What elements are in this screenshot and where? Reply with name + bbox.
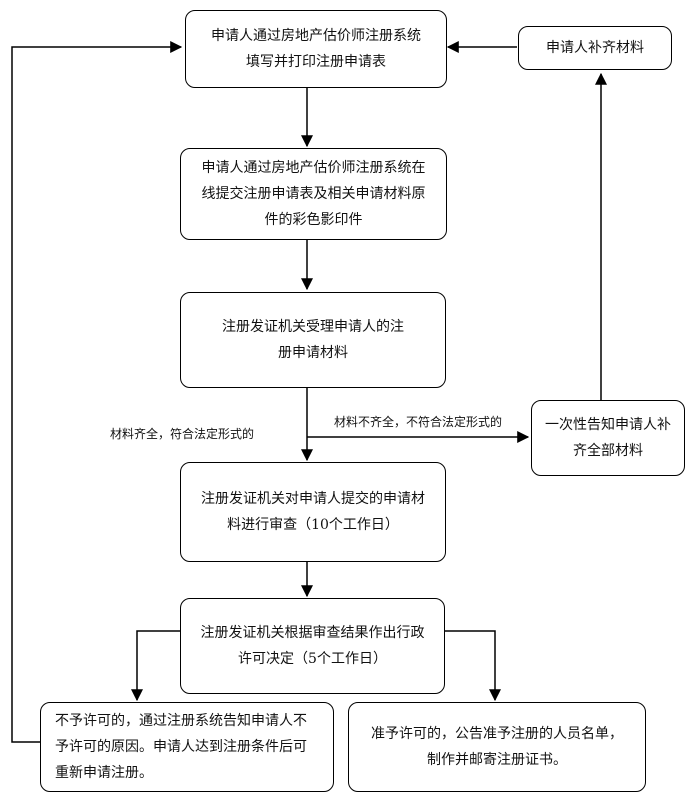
node-decision-text: 注册发证机关根据审查结果作出行政许可决定（5个工作日）	[200, 625, 425, 667]
node-supplement-text: 申请人补齐材料	[546, 40, 644, 56]
node-review: 注册发证机关对申请人提交的申请材料进行审查（10个工作日）	[180, 462, 446, 562]
node-reject-text: 不予许可的，通过注册系统告知申请人不予许可的原因。申请人达到注册条件后可重新申请…	[55, 713, 307, 781]
node-supplement: 申请人补齐材料	[518, 26, 672, 70]
edge-label-incomplete: 材料不齐全，不符合法定形式的	[334, 414, 503, 430]
node-review-text: 注册发证机关对申请人提交的申请材料进行审查（10个工作日）	[201, 491, 425, 533]
node-submit-online: 申请人通过房地产估价师注册系统在线提交注册申请表及相关申请材料原件的彩色影印件	[180, 148, 447, 240]
node-reject: 不予许可的，通过注册系统告知申请人不予许可的原因。申请人达到注册条件后可重新申请…	[40, 702, 334, 792]
node-fill-form: 申请人通过房地产估价师注册系统填写并打印注册申请表	[185, 10, 447, 88]
edge-label-complete: 材料齐全，符合法定形式的	[110, 426, 255, 442]
node-submit-online-text: 申请人通过房地产估价师注册系统在线提交注册申请表及相关申请材料原件的彩色影印件	[201, 160, 426, 228]
node-approve: 准予许可的，公告准予注册的人员名单，制作并邮寄注册证书。	[348, 702, 646, 792]
node-accept-text: 注册发证机关受理申请人的注册申请材料	[222, 319, 404, 361]
node-accept: 注册发证机关受理申请人的注册申请材料	[180, 292, 446, 388]
node-approve-text: 准予许可的，公告准予注册的人员名单，制作并邮寄注册证书。	[371, 726, 623, 768]
arrow-reject-to-fill	[11, 41, 183, 743]
node-notify-once: 一次性告知申请人补齐全部材料	[531, 400, 685, 476]
arrow-decision-to-reject	[131, 630, 180, 702]
node-decision: 注册发证机关根据审查结果作出行政许可决定（5个工作日）	[180, 598, 445, 694]
node-notify-once-text: 一次性告知申请人补齐全部材料	[545, 417, 671, 459]
node-fill-form-text: 申请人通过房地产估价师注册系统填写并打印注册申请表	[211, 28, 421, 70]
arrow-decision-to-approve	[445, 630, 501, 702]
